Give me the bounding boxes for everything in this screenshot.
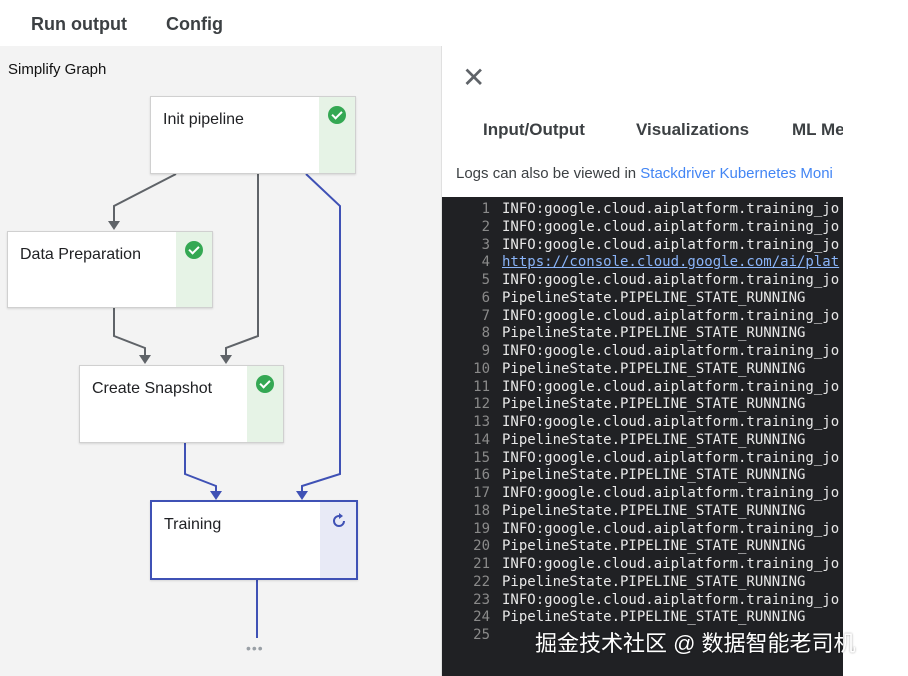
- tab-ml-metadata[interactable]: ML Me: [792, 120, 843, 139]
- graph-edges: [108, 173, 341, 638]
- log-text: PipelineState.PIPELINE_STATE_RUNNING: [502, 360, 806, 377]
- log-text: PipelineState.PIPELINE_STATE_RUNNING: [502, 538, 806, 555]
- log-text: INFO:google.cloud.aiplatform.training_jo: [502, 556, 840, 572]
- log-text: PipelineState.PIPELINE_STATE_RUNNING: [502, 502, 806, 519]
- log-line-number: 13: [473, 414, 490, 430]
- log-line-number: 24: [473, 609, 490, 626]
- node-status: [247, 366, 283, 442]
- log-line-number: 17: [473, 485, 490, 501]
- log-text: PipelineState.PIPELINE_STATE_RUNNING: [502, 325, 806, 342]
- edge-dataprep-to-snapshot: [113, 308, 146, 356]
- log-line-number: 5: [481, 272, 490, 288]
- log-text: INFO:google.cloud.aiplatform.training_jo: [502, 378, 840, 395]
- log-line-number: 19: [473, 520, 490, 537]
- log-text: INFO:google.cloud.aiplatform.training_jo: [502, 272, 840, 288]
- node-status: [320, 502, 356, 578]
- log-line-number: 6: [481, 289, 490, 306]
- arrowhead: [210, 491, 222, 500]
- edge-init-to-training: [301, 173, 341, 492]
- edge-init-to-dataprep: [113, 173, 177, 221]
- watermark: 掘金技术社区 @ 数据智能老司机: [535, 631, 856, 656]
- log-text: PipelineState.PIPELINE_STATE_RUNNING: [502, 431, 806, 448]
- tab-run-output[interactable]: Run output: [31, 14, 127, 34]
- log-text: INFO:google.cloud.aiplatform.training_jo: [502, 218, 840, 235]
- log-line-number: 23: [473, 591, 490, 608]
- log-text: INFO:google.cloud.aiplatform.training_jo: [502, 236, 840, 253]
- log-line-number: 8: [481, 325, 490, 342]
- top-tab-bar: Run output Config: [0, 0, 842, 47]
- log-line-number: 9: [481, 343, 490, 359]
- log-line-number: 3: [481, 236, 490, 253]
- log-text: PipelineState.PIPELINE_STATE_RUNNING: [502, 573, 806, 590]
- log-line-number: 4: [481, 254, 490, 271]
- log-line-number: 16: [473, 467, 490, 484]
- check-circle-icon: [256, 375, 274, 393]
- log-link[interactable]: https://console.cloud.google.com/ai/plat: [502, 254, 840, 271]
- arrowhead: [139, 355, 151, 364]
- tab-config[interactable]: Config: [166, 14, 223, 34]
- log-text: INFO:google.cloud.aiplatform.training_jo: [502, 343, 840, 359]
- log-text: PipelineState.PIPELINE_STATE_RUNNING: [502, 467, 806, 484]
- log-text: INFO:google.cloud.aiplatform.training_jo: [502, 591, 840, 608]
- node-create-snapshot[interactable]: Create Snapshot: [79, 365, 284, 443]
- log-text: INFO:google.cloud.aiplatform.training_jo: [502, 414, 840, 430]
- edge-snapshot-to-training: [184, 443, 217, 492]
- log-line-number: 7: [481, 307, 490, 324]
- check-circle-icon: [328, 106, 346, 124]
- more-nodes-indicator[interactable]: •••: [246, 640, 264, 656]
- log-line-number: 14: [473, 431, 490, 448]
- node-init-pipeline[interactable]: Init pipeline: [150, 96, 356, 174]
- log-text: INFO:google.cloud.aiplatform.training_jo: [502, 307, 840, 324]
- tab-input-output[interactable]: Input/Output: [483, 120, 585, 139]
- log-line-number: 25: [473, 627, 490, 643]
- arrowhead: [220, 355, 232, 364]
- log-line-number: 2: [481, 218, 490, 235]
- logs-note-text: Logs can also be viewed in: [456, 165, 641, 182]
- log-line-number: 1: [481, 201, 490, 217]
- log-line-number: 20: [473, 538, 490, 555]
- node-status: [319, 97, 355, 173]
- log-line-number: 21: [473, 556, 490, 572]
- node-data-preparation[interactable]: Data Preparation: [7, 231, 213, 308]
- node-training[interactable]: Training: [150, 500, 358, 580]
- tab-visualizations[interactable]: Visualizations: [636, 120, 750, 139]
- log-text: PipelineState.PIPELINE_STATE_RUNNING: [502, 609, 806, 626]
- node-status: [176, 232, 212, 307]
- log-text: INFO:google.cloud.aiplatform.training_jo: [502, 485, 840, 501]
- close-icon[interactable]: ✕: [462, 62, 486, 93]
- log-text: PipelineState.PIPELINE_STATE_RUNNING: [502, 396, 806, 413]
- pipeline-graph[interactable]: Simplify Graph Init pipeline Data Prepar…: [0, 46, 441, 676]
- refresh-icon: [333, 513, 345, 527]
- log-text: PipelineState.PIPELINE_STATE_RUNNING: [502, 289, 806, 306]
- log-text: INFO:google.cloud.aiplatform.training_jo: [502, 201, 840, 217]
- log-line-number: 22: [473, 573, 490, 590]
- log-text: INFO:google.cloud.aiplatform.training_jo: [502, 449, 840, 466]
- arrowhead: [108, 221, 120, 230]
- log-line-number: 12: [473, 396, 490, 413]
- logs-note: Logs can also be viewed in Stackdriver K…: [456, 165, 833, 182]
- stackdriver-link[interactable]: Stackdriver Kubernetes Moni: [640, 165, 833, 182]
- log-line-number: 18: [473, 502, 490, 519]
- node-label: Training: [164, 516, 222, 533]
- arrowhead: [296, 491, 308, 500]
- node-label: Create Snapshot: [92, 380, 213, 397]
- log-line-number: 10: [473, 360, 490, 377]
- details-panel: ✕ Input/Output Visualizations ML Me Logs…: [441, 46, 843, 676]
- edge-init-to-snapshot: [225, 174, 259, 356]
- node-label: Data Preparation: [20, 246, 141, 263]
- log-text: INFO:google.cloud.aiplatform.training_jo: [502, 520, 840, 537]
- check-circle-icon: [185, 241, 203, 259]
- simplify-graph-toggle[interactable]: Simplify Graph: [8, 61, 107, 78]
- log-line-number: 11: [473, 378, 490, 395]
- node-label: Init pipeline: [163, 111, 244, 128]
- log-line-number: 15: [473, 449, 490, 466]
